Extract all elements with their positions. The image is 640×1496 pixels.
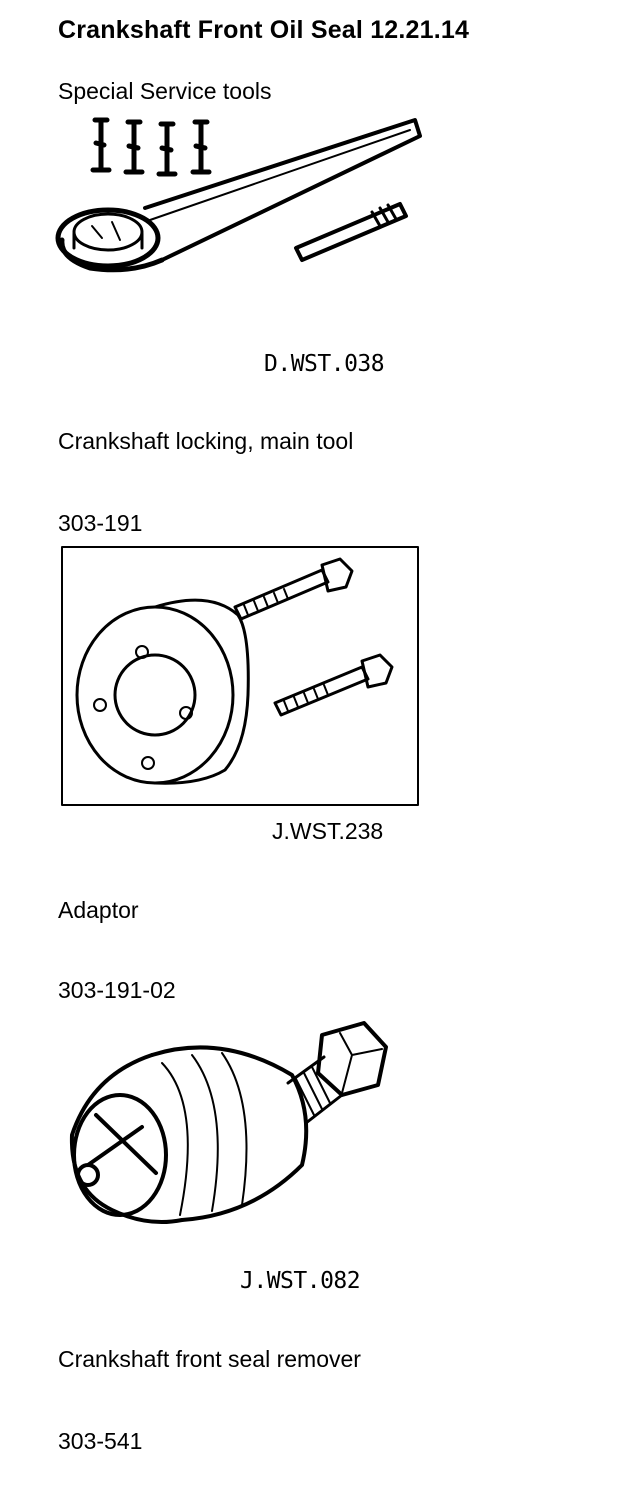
figure-ref-j-wst-082: J.WST.082 [240, 1268, 361, 1294]
part-number-303-541: 303-541 [58, 1428, 143, 1454]
tool-description-seal-remover: Crankshaft front seal remover [58, 1346, 361, 1372]
tool-description-locking: Crankshaft locking, main tool [58, 428, 354, 454]
tool-description-adaptor: Adaptor [58, 897, 139, 923]
seal-remover-illustration [69, 1021, 388, 1224]
figure-ref-j-wst-238: J.WST.238 [272, 818, 384, 844]
page-title: Crankshaft Front Oil Seal 12.21.14 [58, 16, 470, 44]
part-number-303-191: 303-191 [58, 510, 143, 536]
part-number-303-191-02: 303-191-02 [58, 977, 176, 1003]
adaptor-illustration [61, 546, 419, 806]
figure-ref-d-wst-038: D.WST.038 [264, 351, 385, 377]
crankshaft-locking-tool-illustration [55, 117, 422, 273]
section-label: Special Service tools [58, 78, 272, 104]
